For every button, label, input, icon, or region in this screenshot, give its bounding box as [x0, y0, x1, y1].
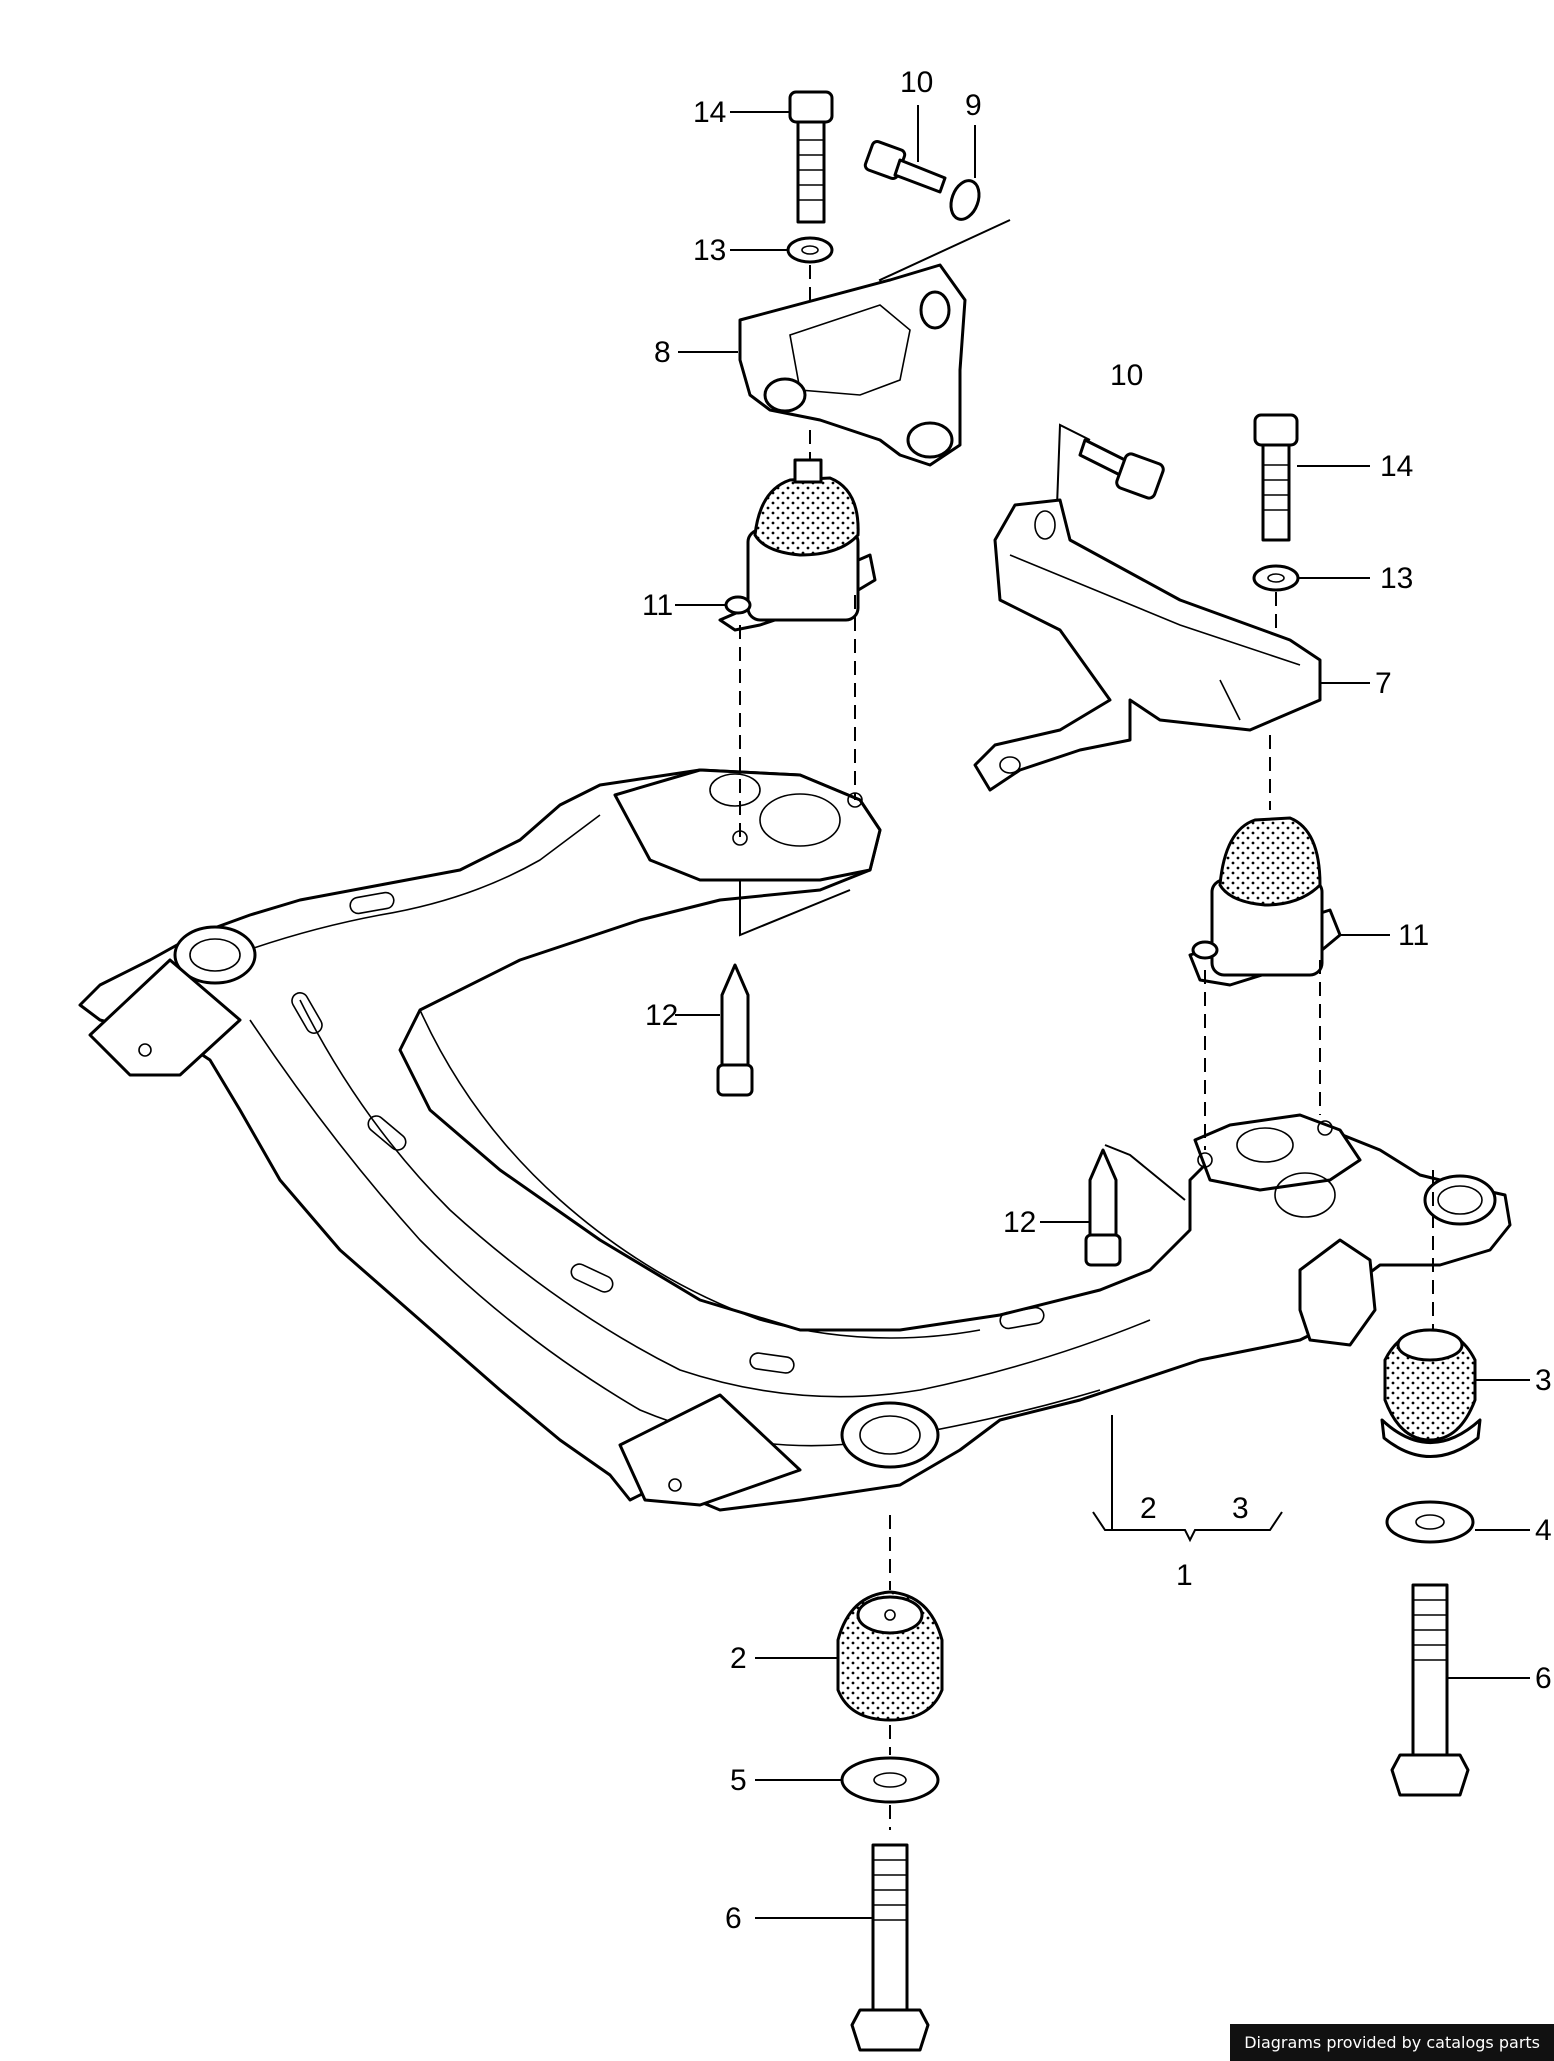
- bolt-10-upper: [863, 139, 947, 194]
- callout-10-right: 10: [1110, 359, 1143, 392]
- callout-labels: 14 10 9 13 8 11 12 10 14 13 7 11 12 3 4 …: [642, 66, 1552, 1935]
- engine-mount-11-right: [1188, 816, 1342, 987]
- bolt-10-right: [1078, 438, 1165, 500]
- callout-4: 4: [1535, 1514, 1552, 1547]
- screw-12-right: [1084, 1148, 1122, 1267]
- callout-13-upper-right: 13: [1380, 562, 1413, 595]
- callout-6-front: 6: [725, 1902, 742, 1935]
- callout-5: 5: [730, 1764, 747, 1797]
- callout-10-upper: 10: [900, 66, 933, 99]
- rubber-bushing-3-right: [1380, 1328, 1482, 1458]
- bolt-14-upper-right: [1253, 413, 1299, 542]
- rubber-bushing-2-front: [836, 1590, 944, 1722]
- callout-14-upper-left: 14: [693, 96, 726, 129]
- callout-2-group: 2: [1140, 1492, 1157, 1525]
- screw-12-left: [716, 963, 754, 1097]
- washer-13-upper-right: [1252, 564, 1300, 592]
- callout-1: 1: [1176, 1559, 1193, 1592]
- subframe: [78, 768, 1512, 1512]
- leader-lines: [675, 105, 1530, 1919]
- callout-13-upper-left: 13: [693, 234, 726, 267]
- washer-13-upper-left: [786, 236, 834, 264]
- washer-4: [1385, 1500, 1475, 1544]
- callout-2-front: 2: [730, 1642, 747, 1675]
- callout-12-left: 12: [645, 999, 678, 1032]
- credit-badge: Diagrams provided by catalogs parts: [1230, 2024, 1554, 2061]
- washer-9: [949, 179, 981, 221]
- callout-7: 7: [1375, 667, 1392, 700]
- callout-8: 8: [654, 336, 671, 369]
- callout-6-right: 6: [1535, 1662, 1552, 1695]
- callout-9: 9: [965, 89, 982, 122]
- callout-3-right: 3: [1535, 1364, 1552, 1397]
- engine-mount-11-left: [718, 458, 877, 632]
- engine-bracket-8: [738, 263, 967, 467]
- bolt-6-front: [850, 1843, 930, 2052]
- callout-12-right: 12: [1003, 1206, 1036, 1239]
- washer-5: [840, 1756, 940, 1804]
- callout-14-upper-right: 14: [1380, 450, 1413, 483]
- engine-bracket-7: [973, 498, 1322, 792]
- bolt-6-right: [1390, 1583, 1470, 1797]
- callout-3-group: 3: [1232, 1492, 1249, 1525]
- callout-11-right: 11: [1398, 919, 1429, 952]
- bolt-14-upper-left: [788, 90, 834, 224]
- callout-11-left: 11: [642, 589, 673, 622]
